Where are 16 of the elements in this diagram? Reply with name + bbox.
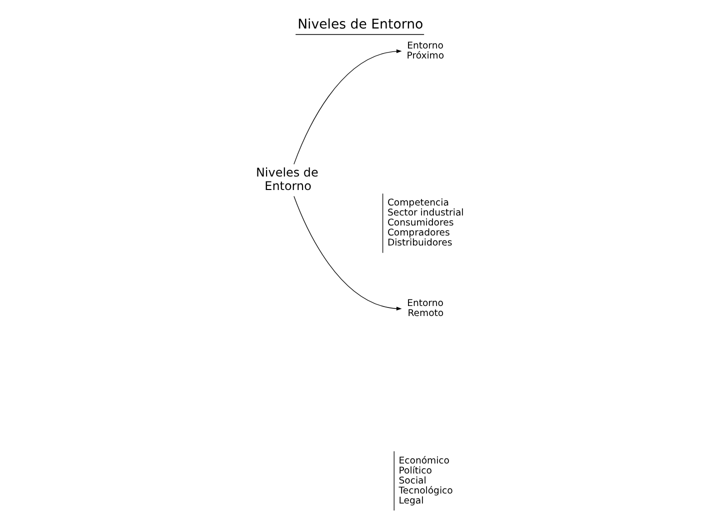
arrow: [294, 195, 402, 310]
node-text: Entorno Remoto: [407, 298, 444, 319]
node-label: Tecnológico: [398, 484, 453, 496]
node-label: Distribuidores: [387, 237, 452, 248]
node-label: Social: [398, 474, 426, 486]
node-label: Económico: [398, 454, 450, 466]
diagram-title: Niveles de Entorno: [298, 17, 424, 32]
node-text: Niveles de Entorno: [256, 165, 318, 192]
node-label: Consumidores: [387, 217, 454, 228]
node-label: Compradores: [387, 227, 450, 238]
node-label: Político: [398, 464, 432, 476]
node-text: Entorno Próximo: [406, 40, 444, 62]
arrow: [294, 48, 402, 164]
node-label: Sector industrial: [387, 207, 464, 218]
node-label: Competencia: [387, 197, 449, 208]
node-label: Legal: [398, 494, 424, 506]
